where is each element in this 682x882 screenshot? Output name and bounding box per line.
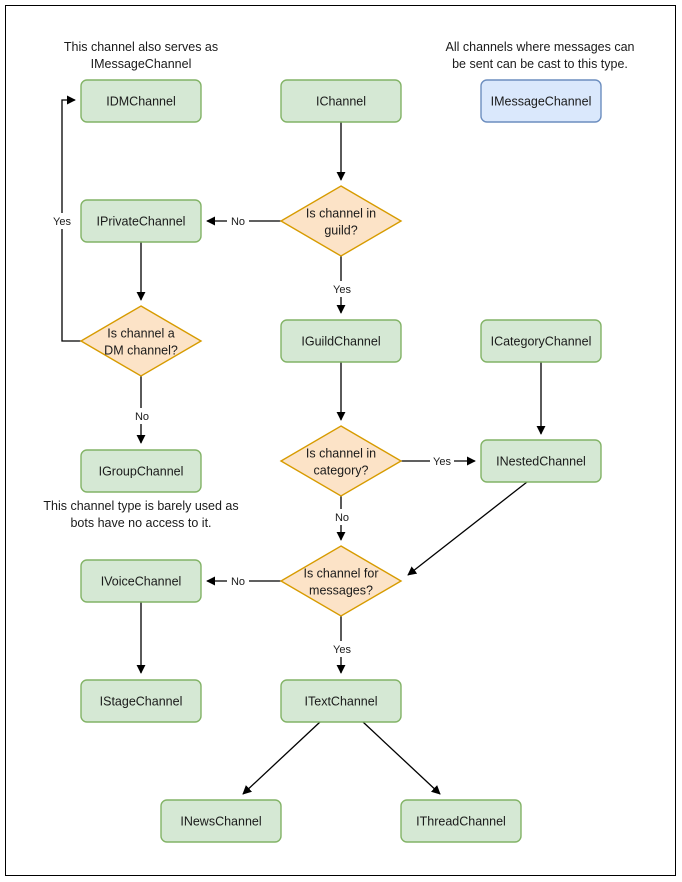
node-label-idmchannel: IDMChannel (106, 94, 175, 108)
node-label-itextchannel: ITextChannel (305, 694, 378, 708)
node-igroupchannel[interactable]: IGroupChannel (80, 449, 202, 493)
node-decision-is-channel-for-messages[interactable]: Is channel for messages? (279, 545, 403, 617)
edge-itextchannel-to-ithreadchannel (362, 721, 441, 795)
notes-layer: This channel also serves as IMessageChan… (43, 40, 634, 530)
node-label-inestedchannel: INestedChannel (496, 454, 586, 468)
node-label-is-channel-dm-line2: DM channel? (104, 343, 178, 357)
node-label-is-channel-in-category-line1: Is channel in (306, 446, 376, 460)
edge-label-guild-no: No (231, 216, 245, 228)
node-iprivatechannel[interactable]: IPrivateChannel (80, 199, 202, 243)
edge-itextchannel-to-inewschannel (242, 721, 321, 795)
node-decision-is-channel-in-guild[interactable]: Is channel in guild? (279, 185, 403, 257)
node-label-iguildchannel: IGuildChannel (301, 334, 380, 348)
edge-label-guild-yes: Yes (333, 284, 351, 296)
node-decision-is-channel-a-dm-channel[interactable]: Is channel a DM channel? (79, 305, 203, 377)
edges-layer: IPrivateChannel --> No IGuildChannel -->… (49, 95, 546, 795)
node-ivoicechannel[interactable]: IVoiceChannel (80, 559, 202, 603)
node-ithreadchannel[interactable]: IThreadChannel (400, 799, 522, 843)
node-iguildchannel[interactable]: IGuildChannel (280, 319, 402, 363)
node-ichannel[interactable]: IChannel (280, 79, 402, 123)
node-label-is-channel-for-messages-line2: messages? (309, 583, 373, 597)
node-label-is-channel-in-category-line2: category? (314, 463, 369, 477)
note-messagechannel-line2: be sent can be cast to this type. (452, 57, 628, 71)
node-label-is-channel-for-messages-line1: Is channel for (303, 566, 378, 580)
node-label-is-channel-in-guild-line1: Is channel in (306, 206, 376, 220)
edge-inestedchannel-to-messages-decision (407, 481, 528, 576)
node-inestedchannel[interactable]: INestedChannel (480, 439, 602, 483)
node-istagechannel[interactable]: IStageChannel (80, 679, 202, 723)
note-groupchannel-line1: This channel type is barely used as (43, 499, 238, 513)
edge-label-category-yes: Yes (433, 456, 451, 468)
edge-label-messages-no: No (231, 576, 245, 588)
nodes-layer: IDMChannel IChannel IMessageChannel IPri… (79, 79, 602, 843)
note-groupchannel-line2: bots have no access to it. (70, 516, 211, 530)
node-imessagechannel[interactable]: IMessageChannel (480, 79, 602, 123)
edge-label-dm-no: No (135, 411, 149, 423)
node-label-icategorychannel: ICategoryChannel (491, 334, 592, 348)
node-itextchannel[interactable]: ITextChannel (280, 679, 402, 723)
edge-label-dm-yes: Yes (53, 216, 71, 228)
node-label-ithreadchannel: IThreadChannel (416, 814, 506, 828)
node-label-imessagechannel: IMessageChannel (491, 94, 592, 108)
node-label-ivoicechannel: IVoiceChannel (101, 574, 182, 588)
edge-label-messages-yes: Yes (333, 644, 351, 656)
note-dmchannel-line2: IMessageChannel (91, 57, 192, 71)
node-label-ichannel: IChannel (316, 94, 366, 108)
node-label-is-channel-dm-line1: Is channel a (107, 326, 174, 340)
edge-label-category-no: No (335, 512, 349, 524)
node-label-iprivatechannel: IPrivateChannel (97, 214, 186, 228)
node-label-inewschannel: INewsChannel (180, 814, 261, 828)
note-dmchannel-line1: This channel also serves as (64, 40, 218, 54)
node-decision-is-channel-in-category[interactable]: Is channel in category? (279, 425, 403, 497)
node-icategorychannel[interactable]: ICategoryChannel (480, 319, 602, 363)
node-label-istagechannel: IStageChannel (100, 694, 183, 708)
node-inewschannel[interactable]: INewsChannel (160, 799, 282, 843)
node-label-igroupchannel: IGroupChannel (99, 464, 184, 478)
node-label-is-channel-in-guild-line2: guild? (324, 223, 357, 237)
note-messagechannel-line1: All channels where messages can (446, 40, 635, 54)
node-idmchannel[interactable]: IDMChannel (80, 79, 202, 123)
